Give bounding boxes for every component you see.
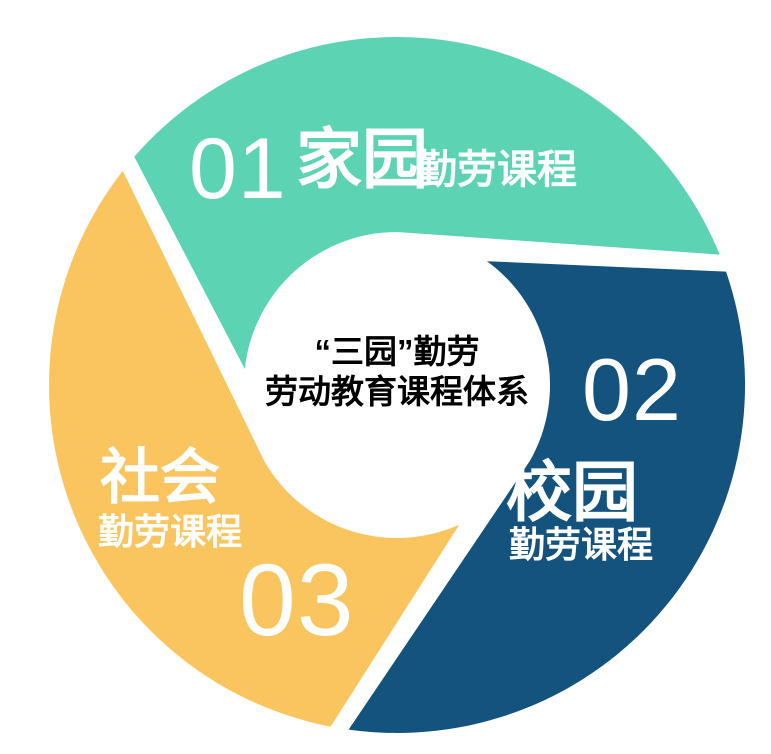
segment-home-title: 家园 xyxy=(296,122,428,196)
segment-society-subtitle: 勤劳课程 xyxy=(98,511,243,552)
segment-home-shape xyxy=(134,36,720,370)
segment-school-subtitle: 勤劳课程 xyxy=(509,524,654,565)
center-title-line2: 劳动教育课程体系 xyxy=(265,373,529,410)
center-title-line1: “三园”勤劳 xyxy=(314,333,480,370)
segment-society-number: 03 xyxy=(239,543,355,657)
segment-school-title: 校园 xyxy=(506,455,638,529)
segment-school-number: 02 xyxy=(582,340,682,439)
segment-school-shape xyxy=(348,261,745,733)
segment-society-title: 社会 xyxy=(100,444,220,511)
segment-society-shape xyxy=(49,170,460,727)
segment-home-number: 01 xyxy=(189,121,287,217)
diagram-center-title: “三园”勤劳 劳动教育课程体系 xyxy=(237,332,557,412)
segment-home-subtitle: 勤劳课程 xyxy=(417,148,577,192)
